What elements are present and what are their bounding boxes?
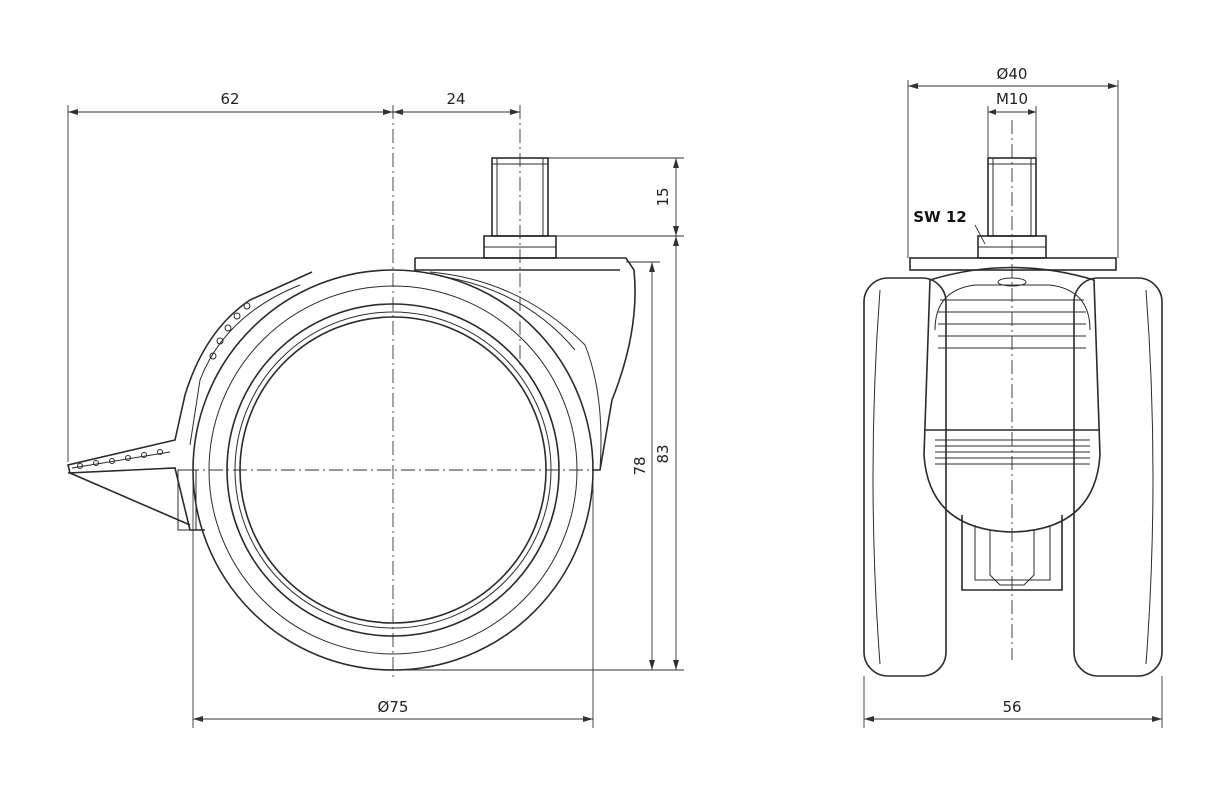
dimension-wheel-diameter: Ø75 (192, 470, 594, 728)
front-view: Ø40 M10 SW 12 56 (863, 65, 1163, 728)
brake-pedal (67, 271, 313, 531)
dim-m10-label: M10 (996, 90, 1028, 108)
dim-40-label: Ø40 (997, 65, 1028, 83)
dimension-total-width: 56 (863, 676, 1163, 728)
dimension-heights: 78 83 (393, 236, 684, 671)
dimension-thread: M10 (987, 90, 1037, 158)
rim-inner (234, 311, 552, 629)
fork-body (923, 266, 1101, 533)
dimension-top-offsets: 62 24 (67, 90, 520, 462)
axle-bracket (961, 515, 1063, 591)
top-plate (909, 257, 1117, 271)
dim-62-label: 62 (220, 90, 239, 108)
housing (414, 257, 636, 471)
dim-15-label: 15 (654, 187, 672, 206)
dim-24-label: 24 (446, 90, 465, 108)
dimension-top-diameter: Ø40 (907, 65, 1119, 258)
dim-56-label: 56 (1002, 698, 1021, 716)
right-wheel (1073, 277, 1163, 677)
side-view: 62 24 15 78 83 (67, 90, 684, 728)
dim-75-label: Ø75 (378, 698, 409, 716)
rim-outer (226, 303, 560, 637)
tyre-inner (208, 285, 578, 655)
dim-83-label: 83 (654, 444, 672, 463)
hub-disc (239, 316, 547, 624)
dimension-wrench-size: SW 12 (913, 208, 986, 245)
dim-sw12-label: SW 12 (913, 208, 966, 226)
left-wheel (863, 277, 947, 677)
dimension-stem-length: 15 (548, 157, 684, 237)
dim-78-label: 78 (631, 456, 649, 475)
front-stem (977, 157, 1047, 259)
stem (483, 157, 557, 259)
